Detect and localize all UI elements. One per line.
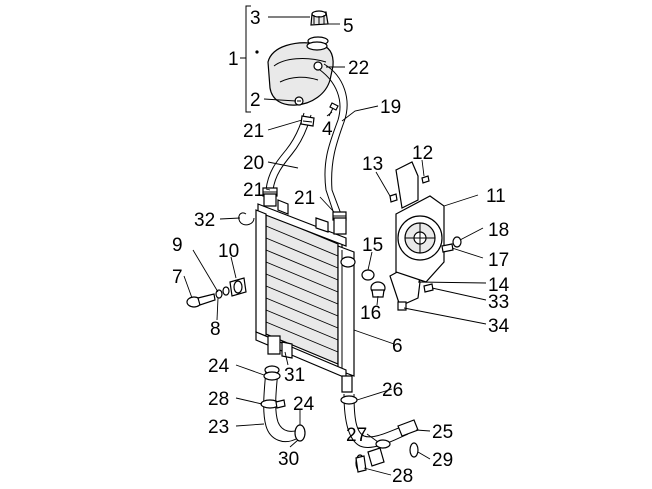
washer [215,289,223,299]
callout-31: 31 [284,365,305,386]
coolant-hoses [262,63,348,221]
radiator [255,193,356,393]
callout-8: 8 [210,319,221,340]
fan-bracket [395,161,419,209]
callout-28-left: 28 [208,389,229,410]
callout-4: 4 [322,119,333,140]
callout-24-lower: 24 [293,394,315,415]
lower-clamp [263,371,281,381]
lower-clamp-2 [260,399,286,409]
callout-17: 17 [488,250,509,271]
callout-23: 23 [208,417,229,438]
callout-10: 10 [218,241,239,262]
callout-9: 9 [172,235,183,256]
radiator-plug [370,281,386,298]
radiator-cap-group [361,269,386,298]
callout-27: 27 [346,425,367,446]
fan-nut-13 [389,193,398,203]
callout-24-upper: 24 [208,356,230,377]
fan-screw-33 [423,283,434,293]
fan-screw-18 [452,236,462,248]
callout-1: 1 [228,49,239,70]
leader-lines [183,16,487,476]
fan-shroud [395,195,445,283]
hose-clamp [300,115,315,127]
cooling-fan-assembly [389,161,462,311]
lower-clamp-3 [294,424,306,442]
fan-washer-17 [441,243,454,253]
wire-clip [238,212,255,226]
callout-20: 20 [243,153,264,174]
lower-clamp-7 [409,442,419,458]
callout-labels: 3 5 1 22 2 19 4 21 12 20 13 11 21 21 32 … [172,8,510,487]
callout-25: 25 [432,422,453,443]
callout-15: 15 [362,235,383,256]
callout-3: 3 [250,8,261,29]
drain-fitting [229,277,247,297]
callout-12: 12 [412,143,433,164]
callout-21-left: 21 [243,180,264,201]
callout-33: 33 [488,292,509,313]
callout-32: 32 [194,210,215,231]
callout-16: 16 [360,303,381,324]
lower-clamp-4 [340,395,358,405]
callout-19: 19 [380,97,401,118]
callout-18: 18 [488,220,509,241]
lower-clamp-5 [375,439,391,449]
callout-11: 11 [486,186,506,207]
filler-cap [310,10,329,26]
callout-21-top: 21 [243,121,264,142]
callout-13: 13 [362,154,383,175]
callout-26: 26 [382,380,403,401]
lower-clamp-6 [355,454,367,473]
callout-7: 7 [172,267,183,288]
callout-2: 2 [250,90,261,111]
callout-22: 22 [348,58,369,79]
tank-screw-2 [328,102,339,117]
callout-29: 29 [432,450,453,471]
cap-seal [361,269,375,281]
fan-screw-12 [421,175,430,184]
callout-21-right: 21 [294,188,315,209]
fan-clip-34 [397,301,407,311]
tank-screw [294,96,304,106]
drain-screw-group [186,277,247,308]
callout-30: 30 [278,449,299,470]
callout-5: 5 [343,16,354,37]
callout-34: 34 [488,316,510,337]
callout-14: 14 [488,275,510,296]
bleed-screw [186,293,216,308]
expansion-tank [267,41,334,106]
radiator-fins [265,225,339,353]
callout-28-bottom: 28 [392,466,413,487]
callout-6: 6 [392,336,403,357]
o-ring [222,286,230,296]
